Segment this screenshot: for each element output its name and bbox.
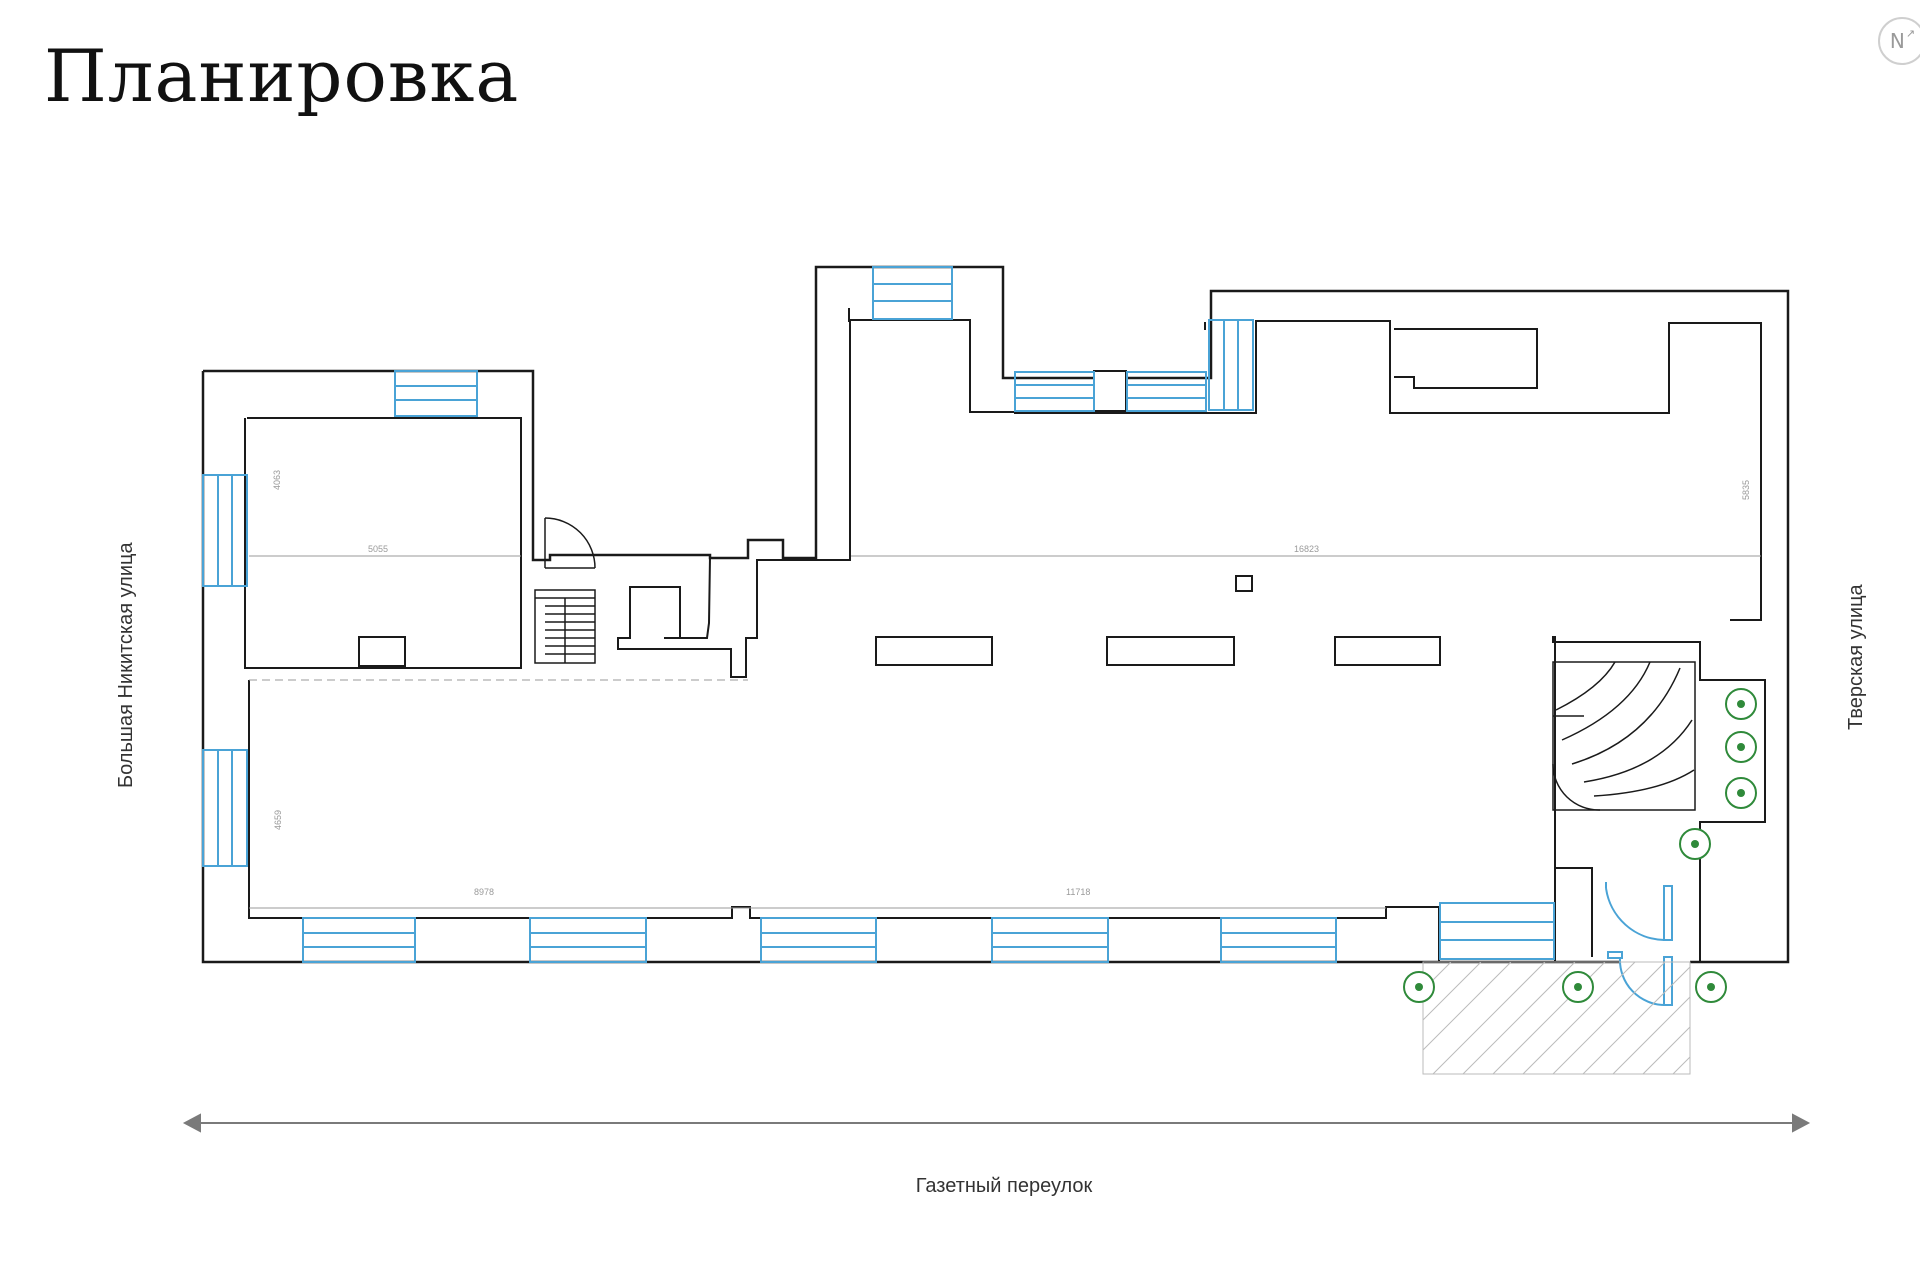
dim-label: 4659 <box>273 810 283 830</box>
compass-label: N <box>1889 29 1905 53</box>
dim-label: 16823 <box>1294 544 1319 554</box>
dim-label: 5835 <box>1741 480 1751 500</box>
street-right-label: Тверская улица <box>1845 583 1867 730</box>
page-title: Планировка <box>44 34 520 118</box>
dimension-lines <box>249 555 1761 909</box>
stairs-spiral <box>1552 661 1696 811</box>
stairs-small <box>534 517 596 664</box>
dim-label: 5055 <box>368 544 388 554</box>
entrance-doors <box>1605 882 1673 1007</box>
plants <box>1403 688 1757 1003</box>
street-bottom-label: Газетный переулок <box>916 1175 1093 1197</box>
dimension-labels: 4063 5055 16823 5835 4659 8978 11718 <box>272 470 1751 897</box>
interior-walls <box>244 308 1766 962</box>
dim-label: 11718 <box>1066 887 1090 897</box>
street-left-label: Большая Никитская улица <box>115 542 137 788</box>
windows <box>202 266 1555 963</box>
dim-label: 4063 <box>272 470 282 490</box>
dim-label: 8978 <box>474 887 494 897</box>
porch-hatched-area <box>1422 961 1691 1075</box>
plant-leaves <box>1415 700 1745 991</box>
street-arrow <box>182 1113 1811 1133</box>
openings-and-pillars <box>358 370 1441 667</box>
north-compass-icon: N↗ <box>1878 17 1920 65</box>
